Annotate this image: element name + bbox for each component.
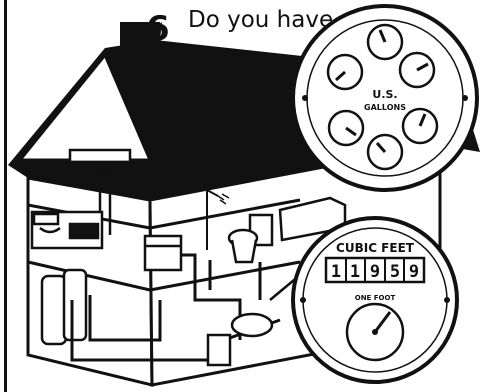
svg-text:ONE FOOT: ONE FOOT: [355, 294, 396, 302]
cubic-feet-label: CUBIC FEET: [336, 241, 415, 255]
water-meter-gallons-icon: U.S. GALLONS: [293, 6, 477, 190]
water-meter-cubic-feet-icon: CUBIC FEET 1 1 9 5 9 ONE FOOT: [293, 218, 457, 382]
kitchen-counter: [32, 212, 102, 248]
odometer-digit: 1: [331, 262, 341, 282]
odometer-digit: 5: [390, 262, 400, 282]
water-heater-icon: [42, 270, 86, 344]
gallons-unit-label: U.S.: [372, 88, 397, 101]
svg-text:GALLONS: GALLONS: [364, 103, 406, 112]
odometer-digit: 9: [409, 262, 419, 282]
odometer-digit: 1: [350, 262, 360, 282]
washing-machine-icon: [145, 236, 181, 270]
odometer-digit: 9: [370, 262, 380, 282]
